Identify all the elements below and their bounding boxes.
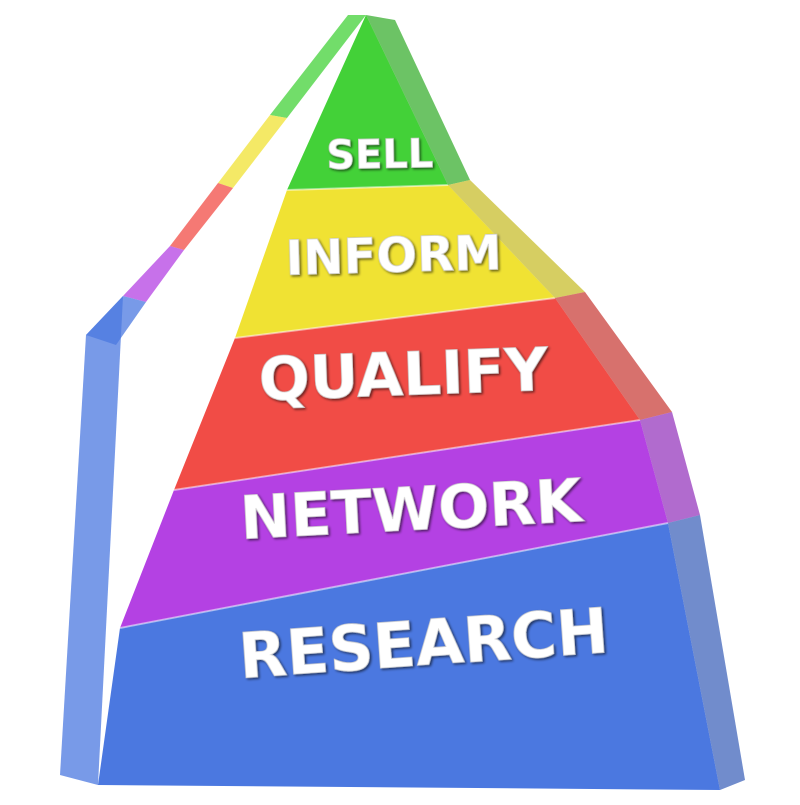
side-left-sell — [270, 15, 366, 118]
side-left-inform — [218, 115, 287, 188]
tier-label-network: NETWORK — [238, 466, 586, 554]
side-right-shade-research — [668, 515, 745, 790]
tier-label-inform: INFORM — [285, 225, 503, 287]
side-left-base — [60, 296, 123, 785]
tier-network — [120, 420, 668, 628]
tier-label-qualify: QUALIFY — [258, 335, 551, 415]
side-right-research — [668, 515, 745, 790]
side-right-shade-sell — [366, 15, 470, 185]
tier-edge-network — [173, 419, 641, 491]
pyramid-tiers — [98, 15, 745, 790]
side-left-network — [123, 246, 184, 302]
tier-edge-research — [119, 522, 669, 629]
tier-inform — [235, 185, 555, 338]
side-right-shade-inform — [448, 180, 585, 298]
tier-qualify — [174, 298, 640, 490]
side-left-qualify — [170, 183, 233, 250]
tier-edge-qualify — [234, 297, 556, 339]
side-right-sell — [366, 15, 470, 185]
tier-label-sell: SELL — [326, 131, 434, 179]
side-right-shade-network — [640, 412, 700, 523]
side-right-network — [640, 412, 700, 523]
tier-research — [98, 523, 720, 790]
tier-sell — [287, 15, 448, 190]
side-right-qualify — [555, 292, 672, 420]
side-right-inform — [448, 180, 585, 298]
tier-edge-inform — [286, 184, 449, 191]
side-right-shade-qualify — [555, 292, 672, 420]
